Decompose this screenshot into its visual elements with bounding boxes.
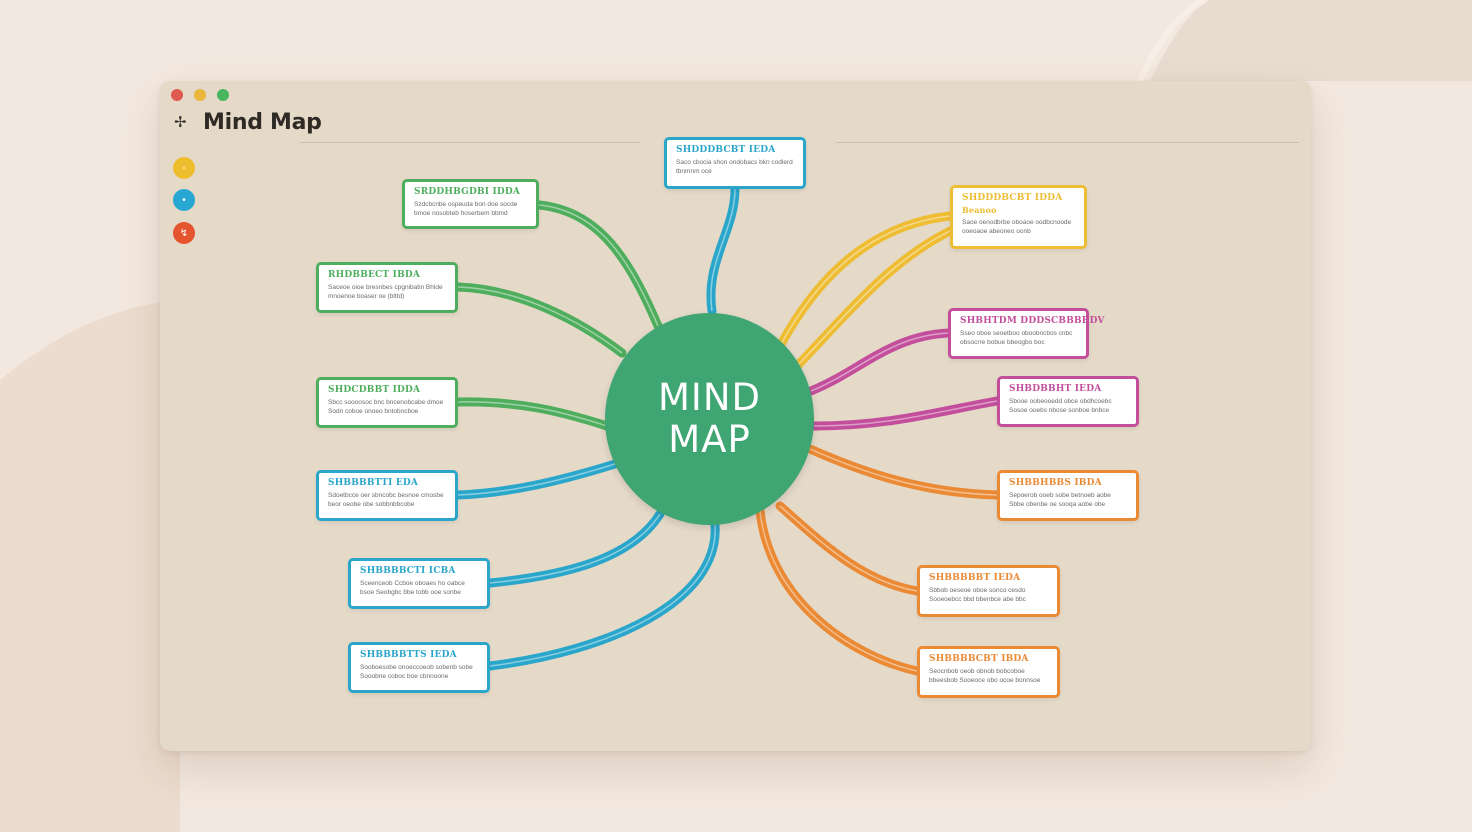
pin-icon: ✢ [174, 114, 187, 131]
mind-map-window: ✢ Mind Map ◦ • ↯ SHDDDBCBT IEDA Saco cbo… [160, 81, 1311, 751]
connector-g2 [453, 282, 627, 358]
idea-node-green-2[interactable]: RHDBBECT IBDA Saceoe oioe bresnbes cpgni… [316, 262, 458, 313]
node-title: SHBDBBHT IEDA [1009, 384, 1102, 394]
node-title: RHDBBECT IBDA [328, 270, 421, 280]
connector-highlight-o3 [759, 510, 918, 672]
node-body: Saoe oenodbrbe oboaoe oodbcnoode ooeoaoe… [962, 219, 1072, 235]
node-body: Sooboesobe onoeccoeob sobenb sobe Sooobn… [360, 664, 473, 680]
connector-highlight-o1 [809, 448, 998, 496]
node-body: Saco cbocia shon ondobacs bkn codlerd tb… [676, 159, 793, 175]
connector-highlight-b1 [457, 463, 616, 496]
connector-highlight-g1 [538, 204, 659, 327]
node-body: Sseo oboe seoetboo oboobncbos cnbc obsoc… [960, 330, 1073, 346]
connector-b1 [453, 459, 620, 500]
node-body: Sdoetbcce oer sbncobc besnoe cmosbe beor… [328, 492, 444, 508]
connector-lines [453, 184, 1002, 676]
node-title: SHBBBBCBT IBDA [929, 654, 1029, 664]
window-title: Mind Map [203, 110, 322, 135]
minimize-window-button[interactable] [194, 89, 206, 101]
idea-node-orange-2[interactable]: SHBBBBBT IEDA Sbbob oeseoe oboe sonco ce… [917, 565, 1060, 617]
connector-highlight-b2 [489, 513, 661, 584]
connector-p2 [809, 396, 1002, 431]
node-title: SHBBBBBT IEDA [929, 573, 1021, 583]
connector-y1 [792, 226, 955, 371]
connector-highlight-top [710, 188, 736, 312]
connector-highlight-y1 [779, 215, 951, 347]
node-body: Saceoe oioe bresnbes cpgnibatin Bhlde mn… [328, 284, 443, 300]
connector-g3 [453, 397, 612, 431]
connector-highlight-y1 [796, 230, 951, 367]
node-body: Seocnbob oeob obnob bobcoboe bbeesbob So… [929, 668, 1041, 684]
maximize-window-button[interactable] [217, 89, 229, 101]
header-divider-right [836, 142, 1299, 143]
node-body: Sceenceob Ccboe oboaes ho oabce bsoe Seo… [360, 580, 465, 596]
connector-o1 [805, 444, 1002, 500]
idea-node-green-1[interactable]: SRDDHBGDBI IDDA Szdcbcnbe ospeuda bon do… [402, 179, 539, 229]
node-title: SHDCDBBT IDDA [328, 385, 421, 395]
connector-highlight-g3 [457, 401, 608, 427]
yellow-tool-icon: ◦ [182, 162, 186, 174]
node-title: SHBBBBTTI EDA [328, 478, 419, 488]
red-tool-button[interactable]: ↯ [173, 222, 195, 244]
header-divider-left [300, 142, 640, 143]
blue-tool-icon: • [182, 194, 186, 206]
connector-highlight-o2 [779, 505, 918, 592]
node-title: SHBHTDM DDDSCBBBBDV [960, 316, 1105, 326]
connector-o3 [755, 506, 922, 676]
node-title: SHBBBBTTS IEDA [360, 650, 457, 660]
central-topic-node[interactable]: MIND MAP [605, 313, 814, 525]
node-title: SRDDHBGDBI IDDA [414, 187, 521, 197]
idea-node-blue-3[interactable]: SHBBBBTTS IEDA Sooboesobe onoeccoeob sob… [348, 642, 490, 693]
connector-highlight-g2 [457, 286, 623, 354]
red-tool-icon: ↯ [179, 227, 189, 239]
connector-b2 [485, 509, 665, 588]
connector-o2 [775, 501, 922, 596]
node-body: Sbooe oobeooedd obce obdhcoebc Sosoe ooe… [1009, 398, 1112, 414]
node-body: Sepoerob ooeb sobe betnoeb aobe Sbbe obe… [1009, 492, 1111, 508]
node-body: Szdcbcnbe ospeuda bon doe socde bmoe nos… [414, 201, 518, 217]
connector-highlight-p2 [813, 400, 998, 427]
yellow-tool-button[interactable]: ◦ [173, 157, 195, 179]
connector-b3 [485, 520, 720, 671]
node-title: SHBBHBBS IBDA [1009, 478, 1102, 488]
node-title: SHDDDBCBT IDDA [962, 193, 1063, 203]
central-topic-line-2: MAP [668, 418, 751, 461]
node-body: Sbbob oeseoe oboe sonco cesdo Sooeoebcc … [929, 587, 1026, 603]
connector-highlight-b3 [489, 524, 716, 667]
idea-node-pink-2[interactable]: SHBDBBHT IEDA Sbooe oobeooedd obce obdhc… [997, 376, 1139, 427]
connector-top [706, 184, 740, 316]
connector-highlight-p1 [810, 332, 949, 392]
connector-p1 [806, 328, 953, 396]
idea-node-yellow-1[interactable]: SHDDDBCBT IDDA Beanoo Saoe oenodbrbe obo… [950, 185, 1087, 249]
idea-node-top[interactable]: SHDDDBCBT IEDA Saco cbocia shon ondobacs… [664, 137, 806, 189]
node-title: SHDDDBCBT IEDA [676, 145, 776, 155]
idea-node-orange-1[interactable]: SHBBHBBS IBDA Sepoerob ooeb sobe betnoeb… [997, 470, 1139, 521]
idea-node-pink-1[interactable]: SHBHTDM DDDSCBBBBDV Sseo oboe seoetboo o… [948, 308, 1105, 359]
central-topic-line-1: MIND [657, 376, 761, 419]
idea-node-green-3[interactable]: SHDCDBBT IDDA Sbcc soooosoc bnc bncenobc… [316, 377, 458, 428]
idea-node-blue-1[interactable]: SHBBBBTTI EDA Sdoetbcce oer sbncobc besn… [316, 470, 458, 521]
node-title: SHBBBBCTI ICBA [360, 566, 456, 576]
connector-y1 [775, 211, 955, 351]
node-body: Sbcc soooosoc bnc bncenobcabe dmoe Sodn … [328, 399, 444, 415]
idea-node-blue-2[interactable]: SHBBBBCTI ICBA Sceenceob Ccboe oboaes ho… [348, 558, 490, 609]
blue-tool-button[interactable]: • [173, 189, 195, 211]
connector-g1 [534, 200, 663, 331]
idea-node-orange-3[interactable]: SHBBBBCBT IBDA Seocnbob oeob obnob bobco… [917, 646, 1060, 698]
node-subtitle: Beanoo [962, 205, 997, 215]
close-window-button[interactable] [171, 89, 183, 101]
